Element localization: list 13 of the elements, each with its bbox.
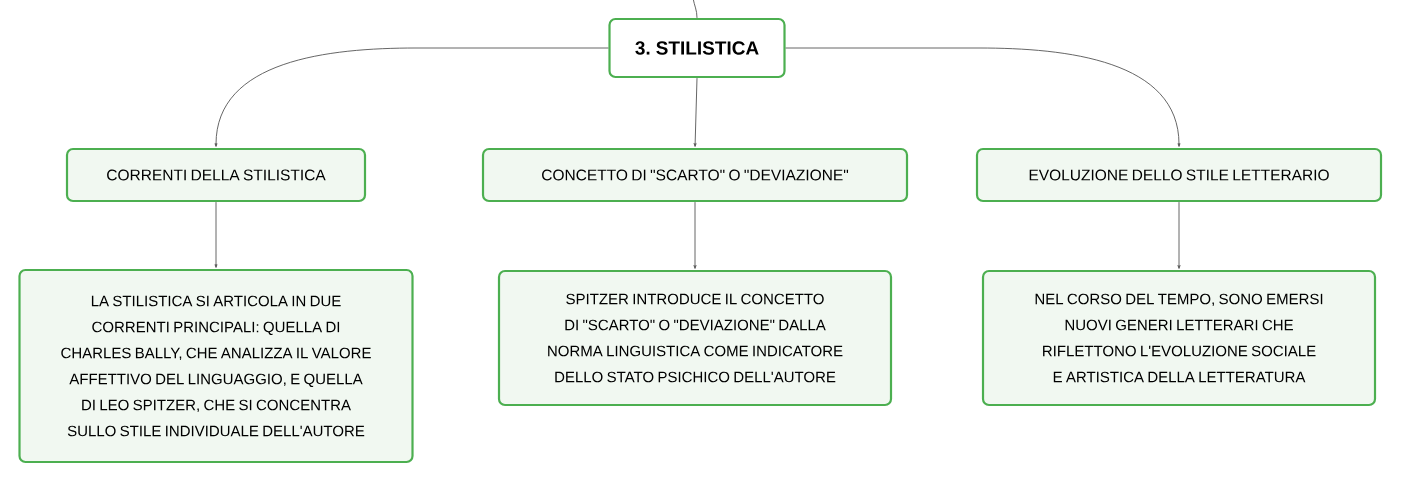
arrow (785, 47, 1181, 147)
description-box: NEL CORSO DEL TEMPO, SONO EMERSI NUOVI GENERI LETTERARI CHE RIFLETTONO L'EVOLUZIONE SOCIALE E ARTISTICA DELLA LETTERATURA (981, 269, 1377, 407)
arrow (214, 47, 609, 147)
root-box: 3. STILISTICA (608, 17, 786, 79)
topic-box: CORRENTI DELLA STILISTICA (65, 147, 367, 203)
arrow (693, 77, 698, 147)
arrow (1177, 201, 1181, 269)
description-box: LA STILISTICA SI ARTICOLA IN DUE CORRENTI PRINCIPALI: QUELLA DI CHARLES BALLY, CHE ANALIZZA IL VALORE AFFETTIVO DEL LINGUAGGIO, E QUELLA DI LEO SPITZER, CHE SI CONCENTRA SULLO STILE INDIVIDUALE DELL'AUTORE (18, 268, 414, 464)
topic-box: EVOLUZIONE DELLO STILE LETTERARIO (975, 147, 1383, 203)
topic-box: CONCETTO DI "SCARTO" O "DEVIAZIONE" (481, 147, 909, 203)
arrow (693, 201, 697, 269)
description-box: SPITZER INTRODUCE IL CONCETTO DI "SCARTO" O "DEVIAZIONE" DALLA NORMA LINGUISTICA COME INDICATORE DELLO STATO PSICHICO DELL'AUTORE (497, 269, 893, 407)
arrow (214, 201, 218, 268)
